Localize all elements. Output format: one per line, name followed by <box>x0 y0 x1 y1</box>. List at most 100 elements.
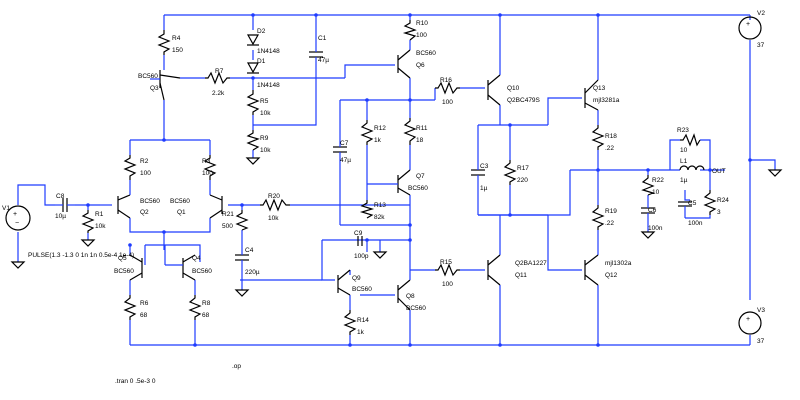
v1-source[interactable]: + − <box>5 205 31 231</box>
r9-resistor[interactable] <box>246 130 260 151</box>
q6-type: BC560 <box>416 50 436 57</box>
q6-transistor[interactable] <box>397 49 411 79</box>
r23-resistor[interactable] <box>680 133 701 147</box>
r15-label: R15 <box>440 259 452 266</box>
r15-value: 100 <box>442 281 453 288</box>
out-label: OUT <box>712 168 726 175</box>
c9-value: 100p <box>354 253 369 260</box>
r23-label: R23 <box>677 127 689 134</box>
labels: V1 PULSE(1.3 -1.3 0 1n 1n 0.5e-4 1e-4) V… <box>2 10 765 385</box>
r14-resistor[interactable] <box>343 310 357 335</box>
q1-type: BC560 <box>170 198 190 205</box>
r10-resistor[interactable] <box>402 20 417 41</box>
l1-inductor[interactable] <box>679 165 705 171</box>
q13-type: mjl3281a <box>593 97 620 104</box>
ground-icon <box>80 239 96 247</box>
q12-transistor[interactable] <box>584 254 599 286</box>
r5-label: R5 <box>260 98 269 105</box>
r11-value: 18 <box>416 137 424 144</box>
r1-label: R1 <box>95 211 104 218</box>
q4-label: Q4 <box>192 255 201 262</box>
c4-label: C4 <box>245 247 254 254</box>
q11-transistor[interactable] <box>487 254 501 286</box>
r21-resistor[interactable] <box>235 210 249 231</box>
r5-resistor[interactable] <box>246 90 260 115</box>
components: + − + + <box>5 16 783 335</box>
r8-resistor[interactable] <box>188 295 202 320</box>
r2-resistor[interactable] <box>123 155 137 180</box>
r21-value: 500 <box>222 223 233 230</box>
c8-value: 10µ <box>55 213 66 220</box>
r3-resistor[interactable] <box>203 155 217 180</box>
q8-type: BC560 <box>406 305 426 312</box>
r2-value: 100 <box>140 170 151 177</box>
q4-transistor[interactable] <box>165 254 196 281</box>
r20-resistor[interactable] <box>260 198 290 212</box>
c1-capacitor[interactable] <box>309 45 323 65</box>
wires <box>17 14 776 346</box>
v2-source[interactable]: + <box>738 16 762 40</box>
q3-type: BC560 <box>138 73 158 80</box>
grounds <box>10 157 783 297</box>
c3-capacitor[interactable] <box>471 160 485 185</box>
q2-transistor[interactable] <box>117 194 131 219</box>
c6-capacitor[interactable] <box>641 205 655 225</box>
capacitors <box>55 45 692 270</box>
r20-label: R20 <box>268 193 280 200</box>
q1-transistor[interactable] <box>209 194 223 219</box>
q9-label: Q9 <box>352 275 361 282</box>
q5-label: Q5 <box>118 255 127 262</box>
r8-label: R8 <box>202 300 211 307</box>
r6-resistor[interactable] <box>123 295 137 320</box>
q13-transistor[interactable] <box>584 79 599 111</box>
ground-icon <box>234 289 250 297</box>
r1-resistor[interactable] <box>81 210 95 233</box>
q10-label: Q10 <box>507 85 520 92</box>
r11-resistor[interactable] <box>403 118 417 145</box>
svg-text:−: − <box>15 220 19 227</box>
q10-transistor[interactable] <box>487 74 501 106</box>
c6-value: 100n <box>648 225 663 232</box>
r9-label: R9 <box>260 135 269 142</box>
q3-transistor[interactable] <box>150 70 181 101</box>
r4-label: R4 <box>172 35 181 42</box>
q8-transistor[interactable] <box>397 270 411 311</box>
c7-capacitor[interactable] <box>333 140 347 160</box>
r17-resistor[interactable] <box>503 160 517 185</box>
q9-transistor[interactable] <box>337 269 351 296</box>
op-directive: .op <box>232 363 241 370</box>
c9-capacitor[interactable] <box>357 236 363 246</box>
r7-resistor[interactable] <box>205 71 230 85</box>
c5-capacitor[interactable] <box>678 201 692 218</box>
ground-icon <box>372 251 388 259</box>
r24-label: R24 <box>717 197 729 204</box>
q5-transistor[interactable] <box>129 254 143 281</box>
d2-type: 1N4148 <box>257 48 280 55</box>
r22-resistor[interactable] <box>641 175 655 196</box>
d2-diode[interactable] <box>246 34 260 46</box>
c9-label: C9 <box>354 230 363 237</box>
r16-resistor[interactable] <box>435 81 460 95</box>
r4-resistor[interactable] <box>157 30 171 55</box>
q12-type: mjl1302a <box>605 260 632 267</box>
r3-label: R3 <box>202 158 211 165</box>
r18-resistor[interactable] <box>591 125 605 150</box>
r13-value: 82k <box>374 214 385 221</box>
d1-diode[interactable] <box>246 62 260 74</box>
tran-directive: .tran 0 .5e-3 0 <box>115 378 156 385</box>
v1-label: V1 <box>2 205 10 212</box>
r24-resistor[interactable] <box>703 190 717 215</box>
r12-resistor[interactable] <box>360 120 374 145</box>
r15-resistor[interactable] <box>435 263 460 277</box>
v2-label: V2 <box>757 10 765 17</box>
r24-value: 3 <box>717 209 721 216</box>
c4-capacitor[interactable] <box>235 245 249 270</box>
c8-capacitor[interactable] <box>55 198 75 212</box>
c6-label: C6 <box>648 207 657 214</box>
r13-resistor[interactable] <box>359 200 375 219</box>
r5-value: 10k <box>260 110 271 117</box>
v3-source[interactable]: + <box>738 311 762 335</box>
r19-resistor[interactable] <box>591 205 605 230</box>
q7-transistor[interactable] <box>367 169 411 196</box>
